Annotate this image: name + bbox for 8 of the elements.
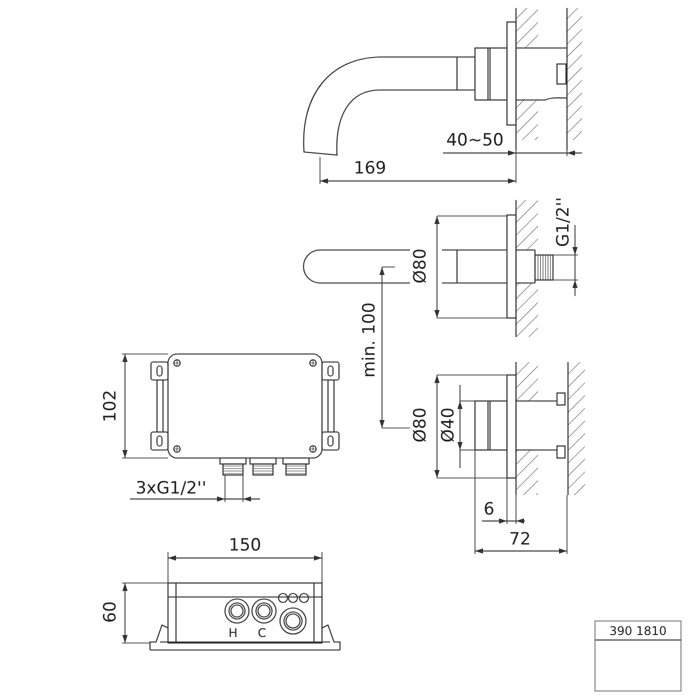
connection-label: H: [227, 627, 239, 639]
thread-size: 3xG1/2'': [134, 480, 208, 498]
connection-label: C: [256, 627, 268, 639]
article-number: 390 1810: [608, 625, 668, 637]
diameter-value: Ø80: [412, 248, 430, 284]
diameter-value: Ø80: [412, 406, 430, 444]
thread-size: G1/2'': [556, 196, 572, 248]
diameter-value: Ø40: [440, 406, 458, 444]
